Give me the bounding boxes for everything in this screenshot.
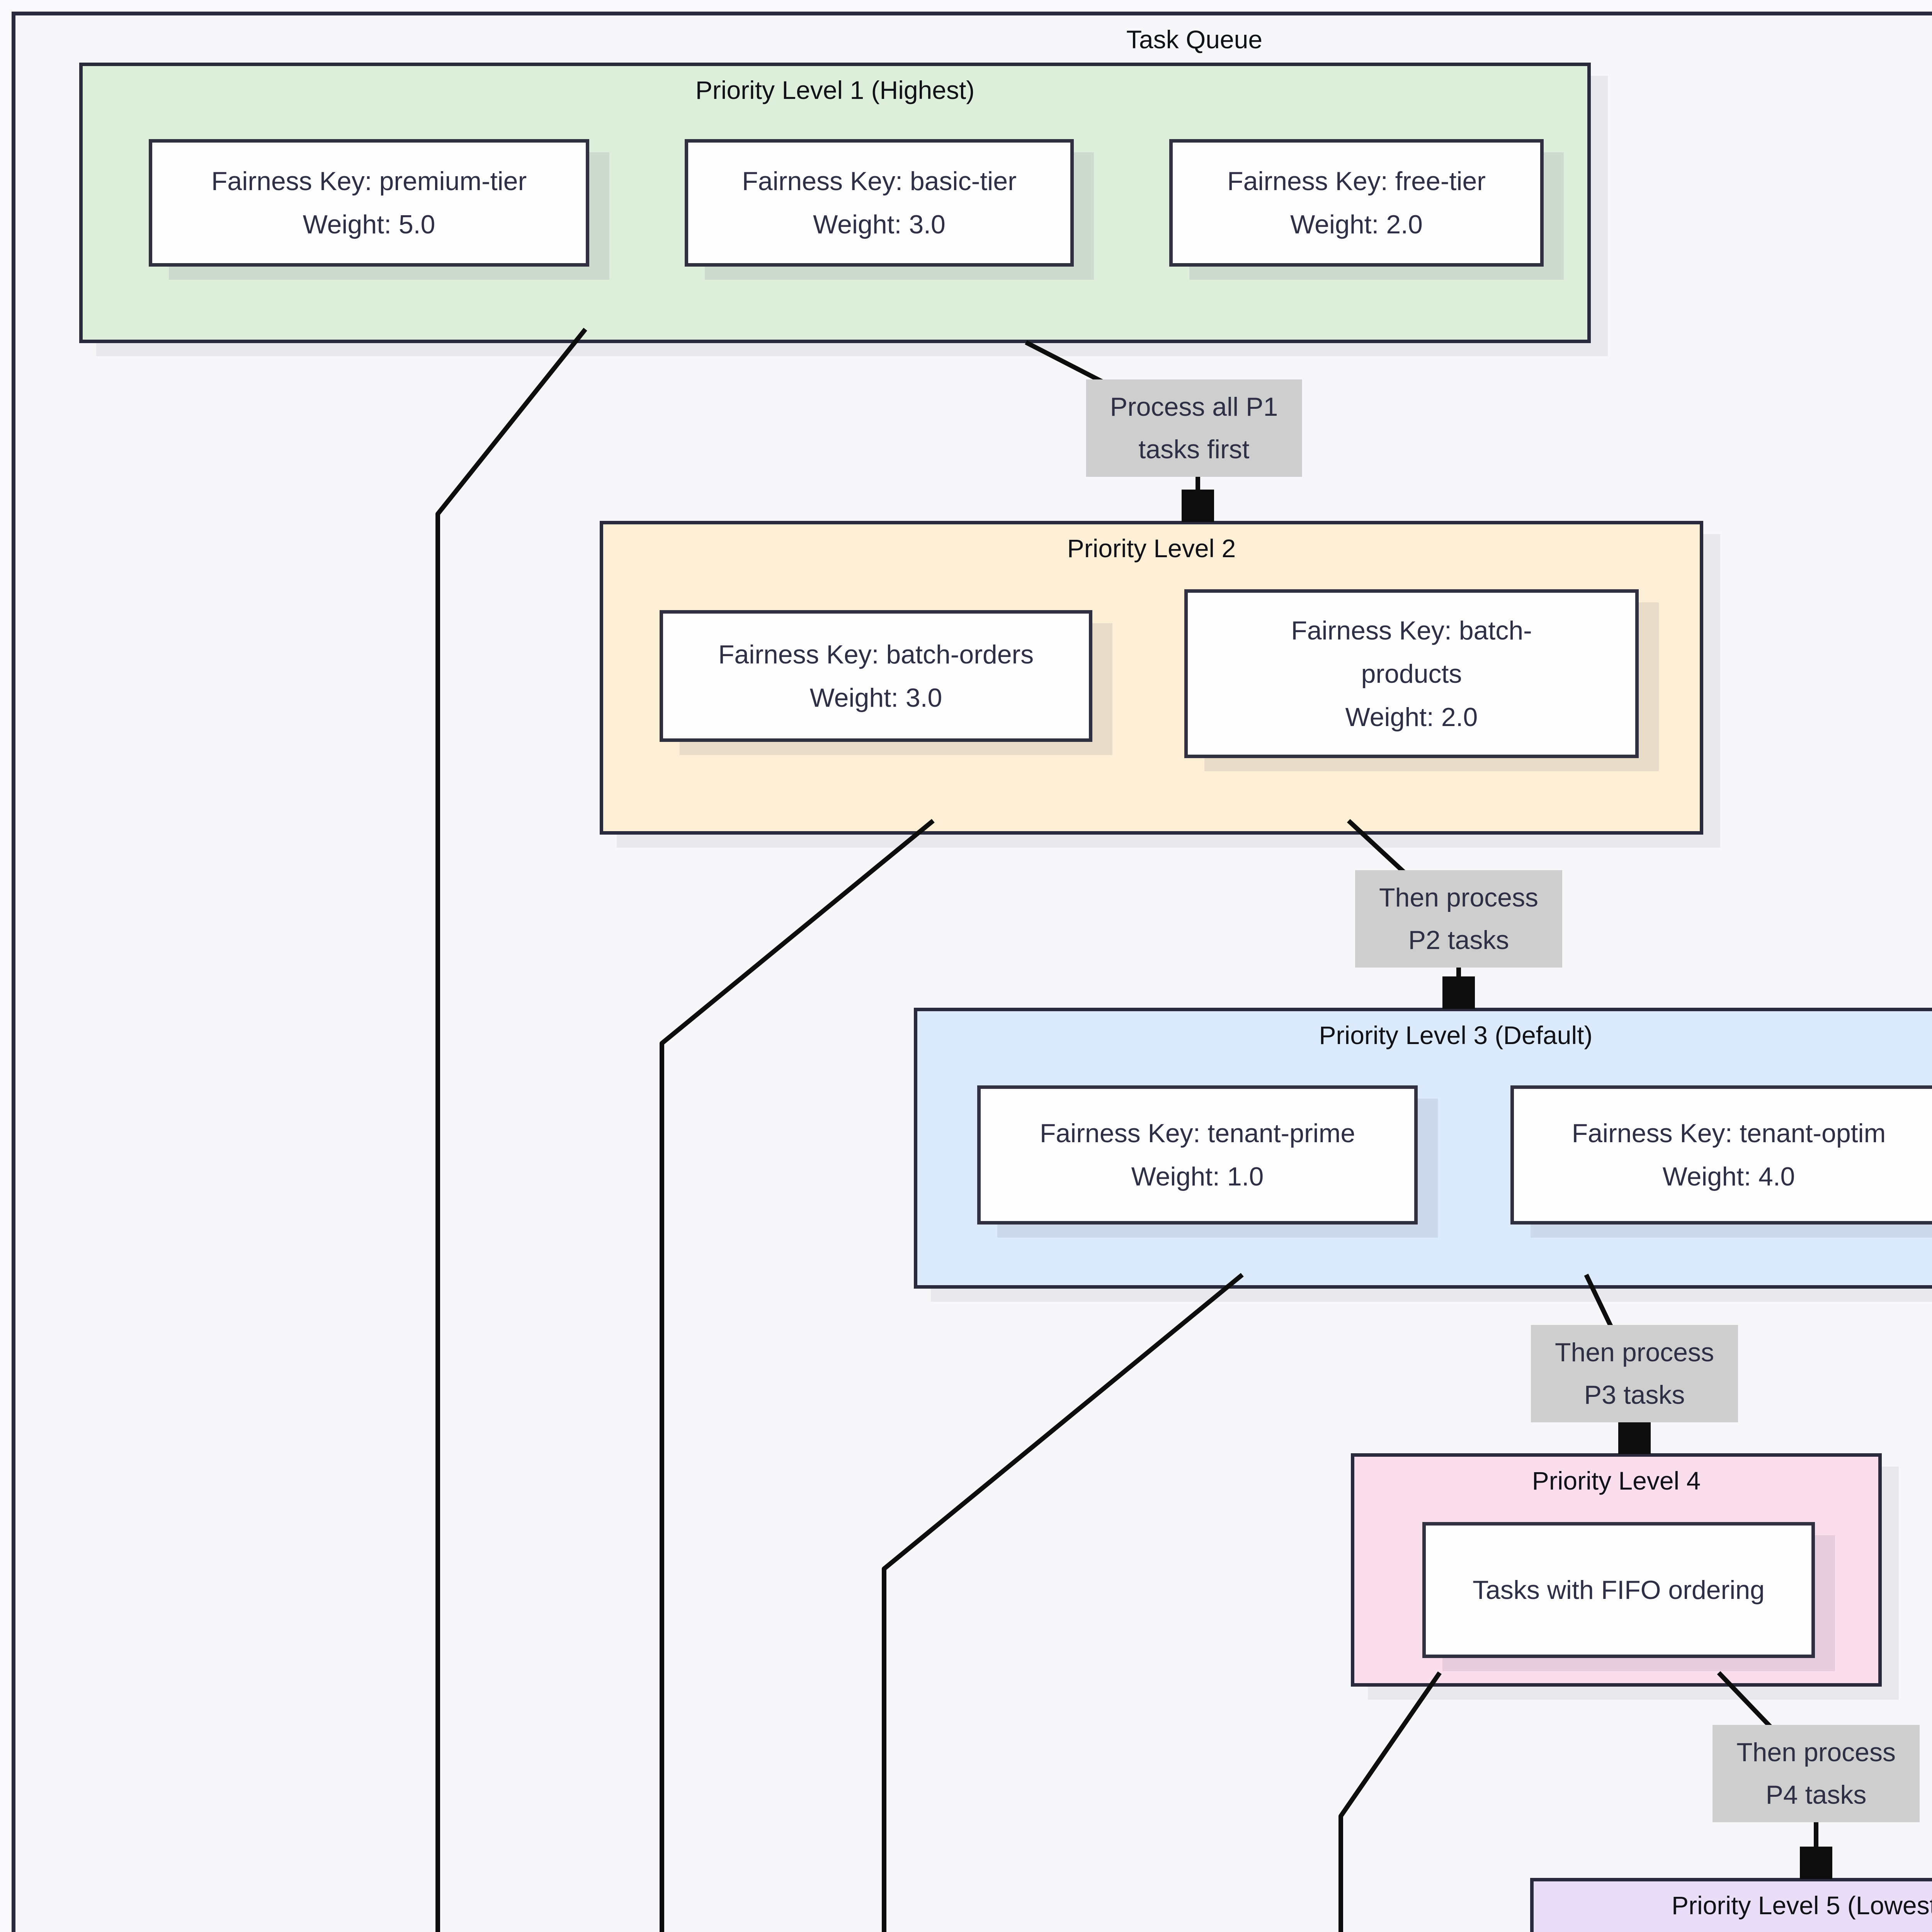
subgraph-priority-level-2: Priority Level 2 Fairness Key: batch-ord… <box>600 521 1703 835</box>
task-queue-container: Task Queue Priority Level 1 (Highest) Fa… <box>12 12 1932 1932</box>
edge-label-line: Then process <box>1555 1338 1714 1367</box>
subgraph-title: Priority Level 4 <box>1532 1466 1701 1495</box>
node-text-line: Weight: 5.0 <box>303 210 435 239</box>
edge-label-line: Process all P1 <box>1110 392 1278 422</box>
edge-label-p2-p3: Then process P2 tasks <box>1355 870 1562 968</box>
subgraph-title: Priority Level 3 (Default) <box>1319 1021 1593 1049</box>
edge-label-line: P4 tasks <box>1765 1780 1867 1810</box>
node-text-line: Fairness Key: basic-tier <box>742 167 1017 196</box>
node-text-line: Tasks with FIFO ordering <box>1473 1575 1765 1605</box>
node-text-line: Weight: 3.0 <box>810 683 942 713</box>
subgraph-priority-level-3: Priority Level 3 (Default) Fairness Key:… <box>914 1008 1932 1289</box>
node-tenant-prime: Fairness Key: tenant-prime Weight: 1.0 <box>977 1085 1418 1225</box>
node-text-line: Weight: 2.0 <box>1290 210 1423 239</box>
node-text-line: Weight: 1.0 <box>1131 1162 1264 1191</box>
edge-label-line: Then process <box>1379 883 1538 912</box>
node-text-line: Weight: 3.0 <box>813 210 946 239</box>
edge-label-line: tasks first <box>1138 435 1250 464</box>
node-text-line: Fairness Key: batch-orders <box>718 639 1034 669</box>
subgraph-title: Priority Level 1 (Highest) <box>695 76 975 104</box>
node-batch-products: Fairness Key: batch- products Weight: 2.… <box>1184 589 1639 758</box>
node-text-line: Weight: 2.0 <box>1345 702 1478 732</box>
node-text-line: Weight: 4.0 <box>1662 1162 1795 1191</box>
node-fifo-p4: Tasks with FIFO ordering <box>1422 1522 1815 1658</box>
subgraph-priority-level-5: Priority Level 5 (Lowest) Tasks with FIF… <box>1530 1878 1932 1932</box>
node-premium-tier: Fairness Key: premium-tier Weight: 5.0 <box>149 139 589 267</box>
edge-label-line: Then process <box>1736 1738 1896 1767</box>
edge-label-p3-p4: Then process P3 tasks <box>1531 1325 1738 1422</box>
subgraph-priority-level-1: Priority Level 1 (Highest) Fairness Key:… <box>79 63 1591 343</box>
node-batch-orders: Fairness Key: batch-orders Weight: 3.0 <box>660 610 1092 742</box>
edge-label-line: P2 tasks <box>1408 925 1509 955</box>
node-text-line: Fairness Key: batch- <box>1291 616 1532 645</box>
node-free-tier: Fairness Key: free-tier Weight: 2.0 <box>1169 139 1544 267</box>
task-queue-title: Task Queue <box>1126 25 1263 54</box>
node-tenant-optim: Fairness Key: tenant-optim Weight: 4.0 <box>1510 1085 1932 1225</box>
edge-label-p4-p5: Then process P4 tasks <box>1713 1725 1920 1822</box>
subgraph-title: Priority Level 2 <box>1067 534 1236 563</box>
edge-label-p1-p2: Process all P1 tasks first <box>1086 379 1302 477</box>
node-text-line: products <box>1361 659 1462 689</box>
edge-label-line: P3 tasks <box>1584 1380 1685 1410</box>
node-text-line: Fairness Key: tenant-prime <box>1039 1119 1355 1148</box>
subgraph-priority-level-4: Priority Level 4 Tasks with FIFO orderin… <box>1351 1453 1882 1687</box>
subgraph-title: Priority Level 5 (Lowest) <box>1672 1891 1932 1920</box>
node-text-line: Fairness Key: premium-tier <box>211 167 527 196</box>
node-text-line: Fairness Key: free-tier <box>1227 167 1486 196</box>
node-text-line: Fairness Key: tenant-optim <box>1571 1119 1886 1148</box>
node-basic-tier: Fairness Key: basic-tier Weight: 3.0 <box>685 139 1074 267</box>
